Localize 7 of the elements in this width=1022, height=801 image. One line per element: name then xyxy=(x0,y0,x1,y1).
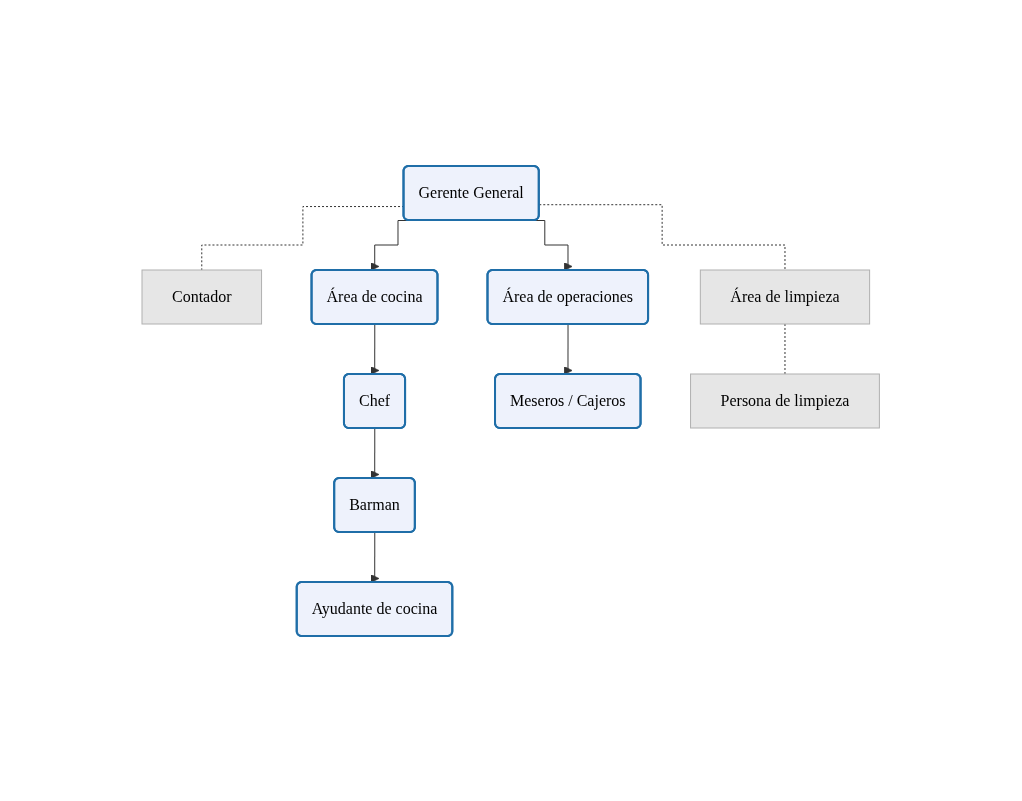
node-box: Área de limpieza xyxy=(700,269,871,324)
arrow xyxy=(370,323,380,375)
arrow xyxy=(564,323,573,375)
arrow xyxy=(370,531,380,583)
node-box: Persona de limpieza xyxy=(690,373,881,428)
node-box: Contador xyxy=(141,269,263,324)
arrow xyxy=(370,427,380,479)
